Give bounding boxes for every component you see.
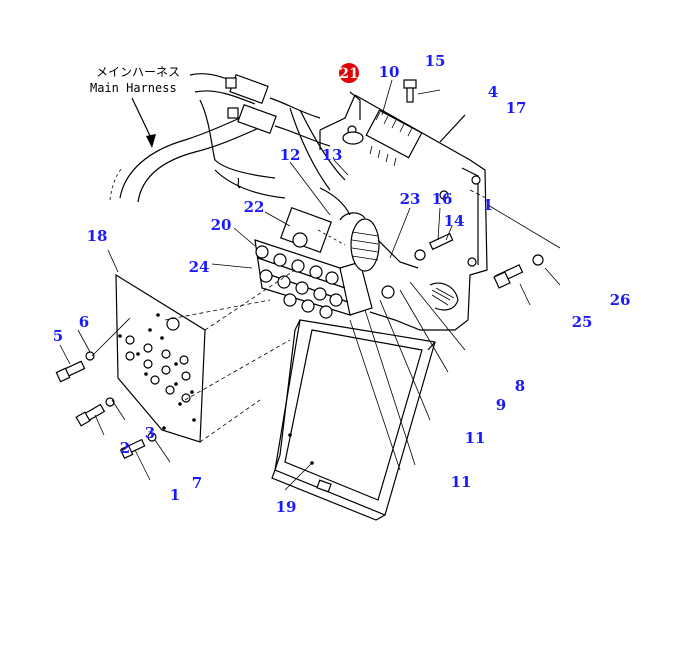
- leader-lines: [59, 79, 561, 491]
- callout-4[interactable]: 4: [488, 83, 498, 101]
- callout-18[interactable]: 18: [87, 227, 108, 245]
- solenoid-valve-block: [254, 207, 419, 319]
- callout-9[interactable]: 9: [496, 396, 506, 414]
- callout-16[interactable]: 16: [432, 190, 453, 208]
- callout-24[interactable]: 24: [189, 258, 210, 276]
- callout-11-upper[interactable]: 11: [465, 429, 486, 447]
- callout-13[interactable]: 13: [322, 146, 343, 164]
- callout-11-lower[interactable]: 11: [451, 473, 472, 491]
- callout-19[interactable]: 19: [276, 498, 297, 516]
- bolts-and-washers: [55, 79, 544, 460]
- callout-21-highlighted[interactable]: 21: [339, 63, 359, 83]
- callout-5[interactable]: 5: [53, 327, 63, 345]
- main-harness: [109, 73, 351, 216]
- callout-6[interactable]: 6: [79, 313, 89, 331]
- highlight-marker: [339, 63, 359, 83]
- callout-1-left[interactable]: 1: [170, 486, 180, 504]
- callout-8[interactable]: 8: [515, 377, 525, 395]
- callout-labels: 10 15 4 17 12 13 23 16 14 1 22 20 18 24 …: [53, 52, 631, 516]
- cover-plate: [115, 273, 206, 443]
- callout-17[interactable]: 17: [506, 99, 527, 117]
- callout-7[interactable]: 7: [192, 474, 202, 492]
- harness-label-english: Main Harness: [90, 81, 177, 95]
- callout-3[interactable]: 3: [145, 424, 155, 442]
- callout-12[interactable]: 12: [280, 146, 301, 164]
- callout-10[interactable]: 10: [379, 63, 400, 81]
- harness-arrowhead: [146, 134, 156, 148]
- harness-leader-line: [131, 97, 153, 141]
- callout-22[interactable]: 22: [244, 198, 265, 216]
- callout-15[interactable]: 15: [425, 52, 446, 70]
- callout-25[interactable]: 25: [572, 313, 593, 331]
- main-bracket: [319, 91, 488, 331]
- callout-26[interactable]: 26: [610, 291, 631, 309]
- callout-21-label: 21: [339, 66, 358, 82]
- harness-label-japanese: メインハーネス: [96, 65, 180, 79]
- main-harness-label: メインハーネス Main Harness: [90, 65, 180, 148]
- callout-1-right[interactable]: 1: [483, 196, 493, 214]
- callout-2[interactable]: 2: [120, 439, 130, 457]
- front-frame: [271, 319, 436, 521]
- callout-23[interactable]: 23: [400, 190, 421, 208]
- callout-14[interactable]: 14: [444, 212, 465, 230]
- callout-20[interactable]: 20: [211, 216, 232, 234]
